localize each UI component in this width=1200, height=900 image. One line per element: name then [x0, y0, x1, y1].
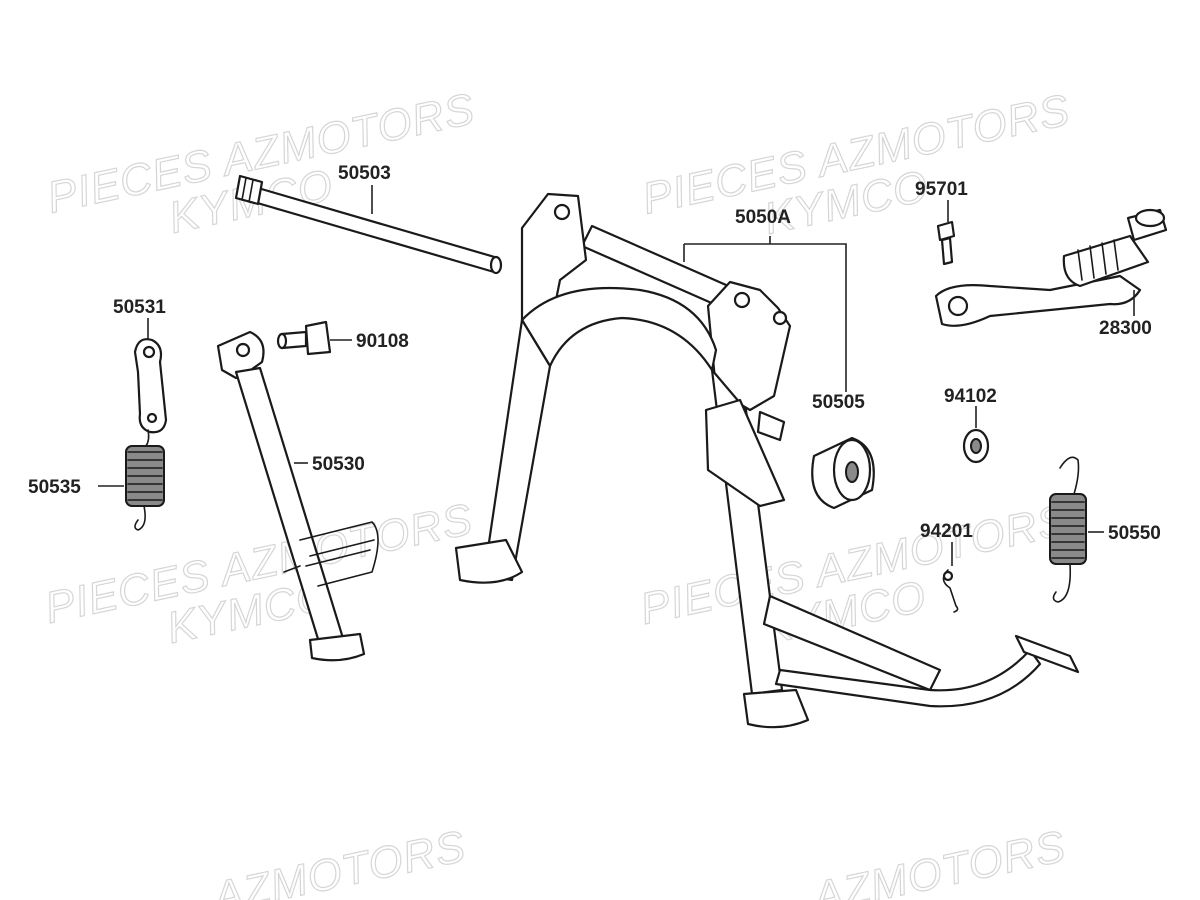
shoulder-bolt-part — [276, 320, 332, 356]
watermark-mid-left: PIECES AZMOTORS KYMCO — [40, 494, 477, 654]
watermark-top-right: PIECES AZMOTORS KYMCO — [637, 85, 1074, 245]
watermark-bottom-right: AZMOTORS — [806, 821, 1071, 900]
label-50535: 50535 — [28, 477, 81, 498]
label-90108: 90108 — [356, 331, 409, 352]
cotter-pin-part — [942, 569, 959, 613]
kick-lever-part — [934, 208, 1168, 327]
main-stand-part — [454, 192, 1080, 729]
washer-part — [962, 428, 990, 464]
leader-line — [683, 236, 847, 392]
label-50531: 50531 — [113, 297, 166, 318]
label-5050A: 5050A — [735, 207, 791, 228]
label-50530: 50530 — [312, 454, 365, 475]
rubber-bush-part — [811, 436, 875, 510]
label-28300: 28300 — [1099, 318, 1152, 339]
spring-left-part — [125, 429, 165, 531]
label-50503: 50503 — [338, 163, 391, 184]
label-95701: 95701 — [915, 179, 968, 200]
watermark-bottom-left: AZMOTORS — [206, 821, 471, 900]
label-50550: 50550 — [1108, 523, 1161, 544]
label-94102: 94102 — [944, 386, 997, 407]
label-50505: 50505 — [812, 392, 865, 413]
label-94201: 94201 — [920, 521, 973, 542]
watermark-line: AZMOTORS — [806, 822, 1070, 900]
spring-bracket-part — [133, 338, 168, 434]
spring-right-part — [1049, 456, 1087, 603]
side-stand-part — [216, 330, 379, 662]
pivot-bolt-part — [234, 174, 503, 275]
small-bolt-part — [936, 220, 956, 266]
watermark-line: AZMOTORS — [206, 822, 470, 900]
